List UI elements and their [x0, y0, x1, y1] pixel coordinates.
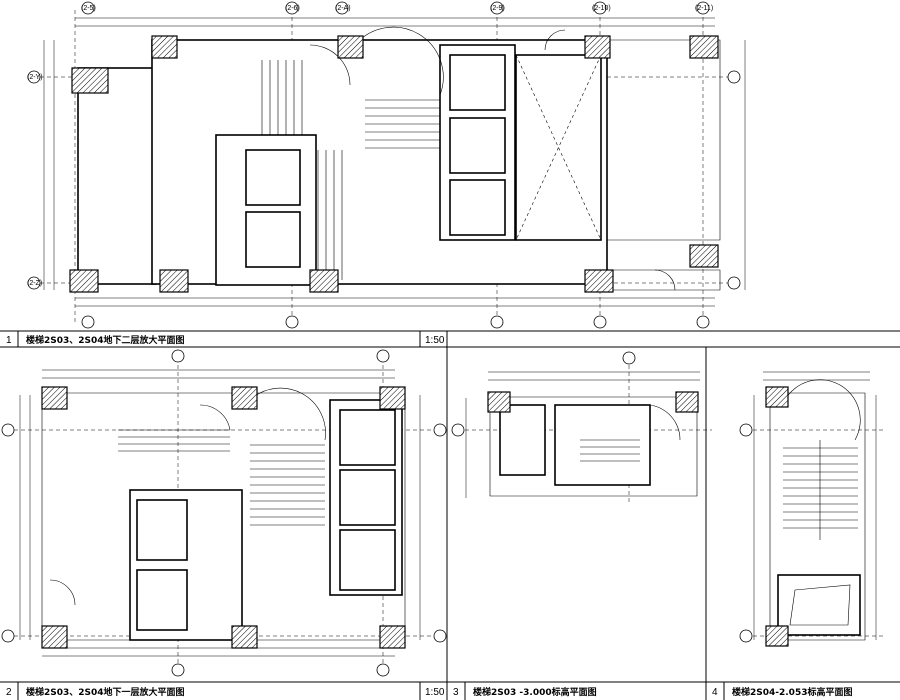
- stair-run: [118, 429, 325, 526]
- drawing-2-number: 2: [6, 687, 12, 698]
- drawing-titles: 1 楼梯2S03、2S04地下二层放大平面图 1:50 2 楼梯2S03、2S0…: [6, 334, 852, 698]
- plan-2s03-level: [451, 351, 712, 505]
- drawing-1-title: 楼梯2S03、2S04地下二层放大平面图: [26, 334, 185, 346]
- axis-label: (2-10): [592, 5, 611, 12]
- axis-label: (2-9): [490, 5, 505, 12]
- drawing-4-title: 楼梯2S04-2.053标高平面图: [732, 686, 852, 698]
- plan-b2-enlarged: [27, 1, 746, 329]
- drawing-4-number: 4: [712, 687, 718, 698]
- drawing-2-scale: 1:50: [425, 687, 445, 698]
- drawing-3-title: 楼梯2S03 -3.000标高平面图: [473, 686, 597, 698]
- axis-label: (2-Y): [27, 74, 43, 81]
- axis-label: (2-A): [335, 5, 351, 12]
- drawing-1-number: 1: [6, 335, 12, 346]
- axis-label: (2-11): [695, 5, 713, 12]
- sheet-frame: [0, 330, 900, 700]
- drawing-2-title: 楼梯2S03、2S04地下一层放大平面图: [26, 686, 185, 698]
- stair-run: [261, 60, 440, 280]
- axis-label: (2-Z): [27, 280, 42, 287]
- drawing-3-number: 3: [453, 687, 459, 698]
- axis-labels: (2-5) (2-6) (2-A) (2-9) (2-10) (2-11) (2…: [27, 5, 713, 287]
- axis-bubbles: [27, 1, 741, 329]
- plan-2s04-level: [739, 371, 885, 647]
- drawing-1-scale: 1:50: [425, 335, 445, 346]
- axis-label: (2-6): [285, 5, 300, 12]
- plan-b1-enlarged: [1, 349, 447, 677]
- stair-run: [783, 440, 858, 540]
- axis-label: (2-5): [81, 5, 96, 12]
